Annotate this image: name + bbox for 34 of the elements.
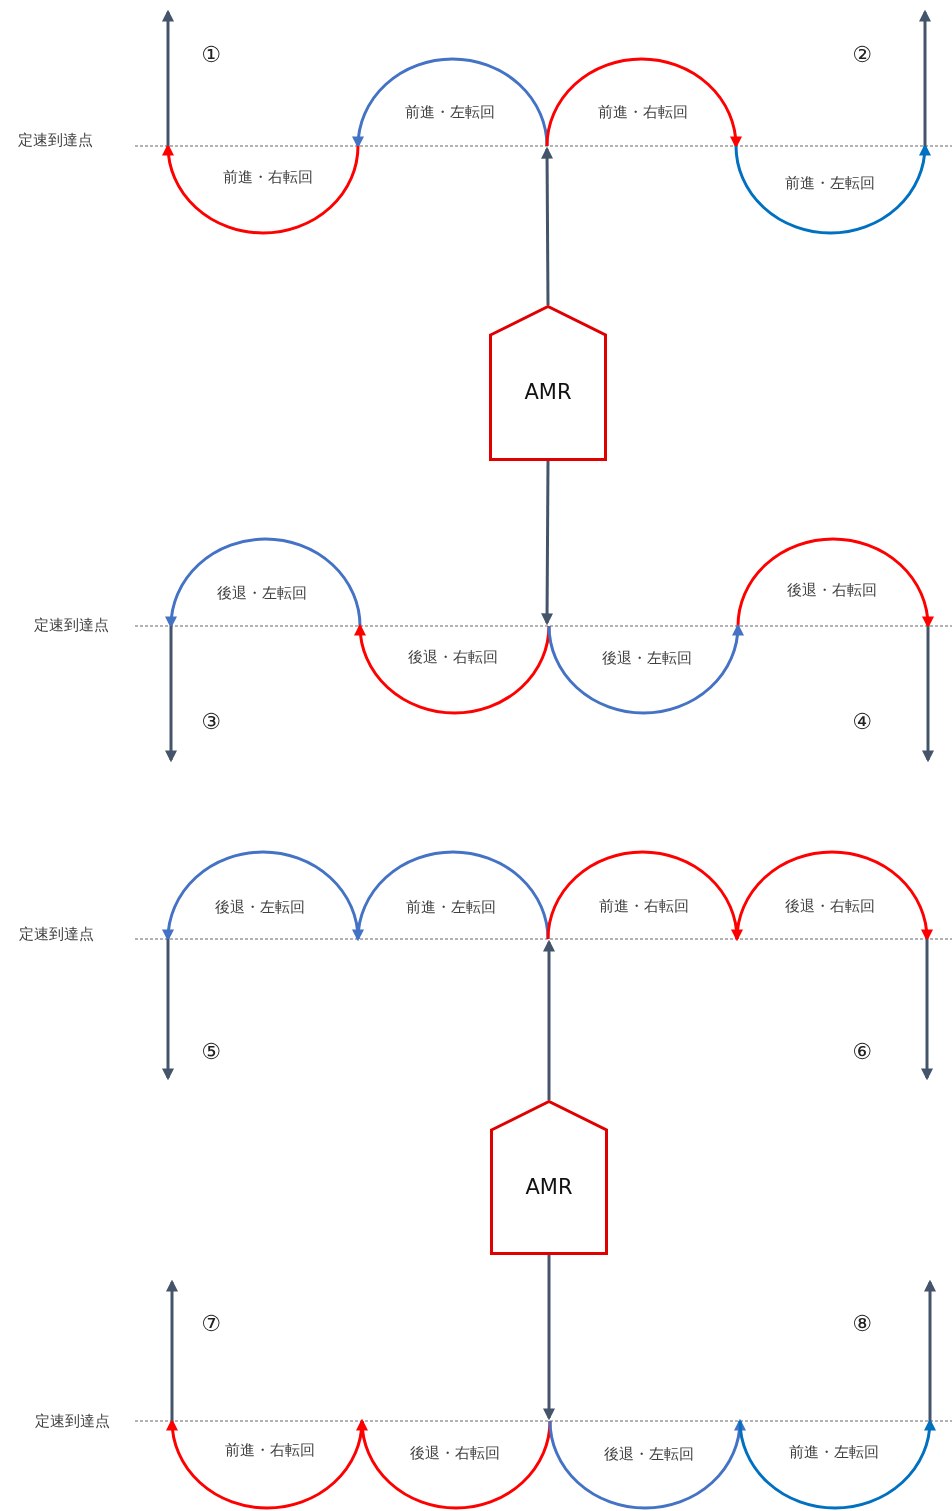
reference-line-label: 定速到達点 bbox=[18, 925, 94, 943]
arc-label: 前進・右転回 bbox=[598, 103, 688, 121]
callout-number: ② bbox=[852, 42, 872, 68]
reference-line-label: 定速到達点 bbox=[17, 131, 93, 149]
arc-label: 前進・左転回 bbox=[785, 174, 875, 192]
arrow bbox=[541, 461, 554, 626]
arc-label: 前進・右転回 bbox=[223, 168, 313, 186]
arc-label: 後退・左転回 bbox=[217, 584, 307, 602]
arrow bbox=[543, 939, 555, 1100]
pentagon-box: AMR bbox=[489, 305, 607, 461]
callout-number: ⑥ bbox=[852, 1039, 872, 1065]
pentagon-box: AMR bbox=[490, 1100, 608, 1255]
arc-label: 前進・左転回 bbox=[789, 1443, 879, 1461]
callout-number: ③ bbox=[201, 709, 221, 735]
callout-number: ⑧ bbox=[852, 1311, 872, 1337]
reference-line-label: 定速到達点 bbox=[33, 616, 109, 634]
arc-label: 後退・左転回 bbox=[215, 898, 305, 916]
arc-label: 前進・右転回 bbox=[599, 897, 689, 915]
arrow bbox=[543, 1255, 555, 1421]
arc-label: 前進・右転回 bbox=[225, 1441, 315, 1459]
callout-number: ④ bbox=[852, 709, 872, 735]
reference-line-label: 定速到達点 bbox=[34, 1412, 110, 1430]
arc-label: 後退・左転回 bbox=[602, 649, 692, 667]
arc-label: 後退・右転回 bbox=[408, 648, 498, 666]
arrow bbox=[541, 146, 554, 305]
callout-number: ⑤ bbox=[201, 1039, 221, 1065]
arc-label: 後退・右転回 bbox=[410, 1444, 500, 1462]
arc-label: 前進・左転回 bbox=[406, 898, 496, 916]
callout-number: ⑦ bbox=[201, 1311, 221, 1337]
arc-label: 後退・右転回 bbox=[787, 581, 877, 599]
arc-label: 後退・左転回 bbox=[604, 1445, 694, 1463]
arc-label: 前進・左転回 bbox=[405, 103, 495, 121]
arc-label: 後退・右転回 bbox=[785, 897, 875, 915]
callout-number: ① bbox=[201, 42, 221, 68]
